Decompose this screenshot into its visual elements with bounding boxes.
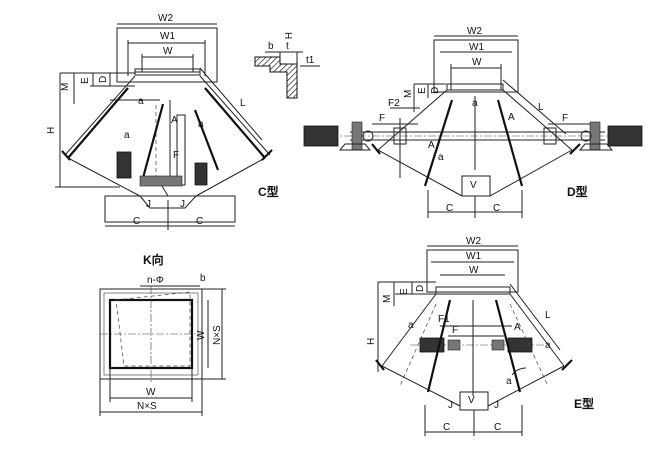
- e-outlet: [459, 391, 489, 411]
- d-w2-frame: [433, 39, 519, 93]
- detail-label-b: b: [268, 41, 274, 52]
- d-coupling-left: [362, 130, 374, 142]
- e-flap-left: [426, 299, 452, 393]
- e-dim-e: E: [399, 288, 410, 295]
- e-dim-c2: C: [494, 422, 501, 433]
- d-coupling-right: [580, 130, 592, 142]
- k-dim-nxs-horiz: N×S: [137, 401, 157, 412]
- d-dim-f2: F2: [388, 98, 400, 109]
- c-motor-right: [194, 162, 208, 186]
- e-dim-f: F: [452, 325, 458, 336]
- d-label-a-small: a: [438, 152, 444, 163]
- e-w2-frame: [426, 249, 519, 293]
- e-dim-m: M: [382, 295, 393, 303]
- d-dim-e: E: [417, 87, 428, 94]
- d-dim-f-left: F: [379, 113, 385, 124]
- k-view-label: K向: [143, 252, 164, 267]
- e-flap-right: [494, 299, 522, 393]
- c-dim-l: L: [240, 98, 246, 109]
- c-label-a-left: a: [124, 130, 130, 141]
- d-label-a-right: A: [508, 112, 515, 123]
- c-w2-frame: [116, 27, 218, 83]
- e-label-j1: J: [448, 400, 453, 411]
- e-inlet-flange: [435, 286, 511, 295]
- c-dim-c2: C: [196, 216, 203, 227]
- e-dim-l: L: [545, 310, 551, 321]
- k-dim-w-vert: W: [196, 330, 207, 340]
- c-label-a: A: [171, 115, 178, 126]
- c-label-a-right: a: [198, 119, 204, 130]
- e-label-a-left: a: [408, 320, 414, 331]
- c-dim-w: W: [163, 46, 173, 57]
- e-dim-w1: W1: [466, 251, 481, 262]
- e-dim-w2: W2: [466, 236, 481, 247]
- d-type-label: D型: [567, 184, 588, 199]
- flange-profile: [254, 56, 298, 99]
- view-type-e: W2 W1 W M E D H F1 F L A a: [366, 236, 594, 436]
- c-dim-w1: W1: [160, 31, 175, 42]
- d-flap-left: [423, 99, 454, 187]
- e-label-a: A: [514, 322, 521, 333]
- k-dim-nxs-vert: N×S: [212, 325, 223, 345]
- c-dim-c1: C: [133, 216, 140, 227]
- c-label-j2: J: [180, 199, 185, 210]
- c-type-label: C型: [258, 184, 279, 199]
- d-inlet-flange: [446, 83, 504, 91]
- e-dim-h: H: [366, 338, 377, 345]
- c-label-j1: J: [146, 199, 151, 210]
- e-label-a-right: a: [545, 340, 551, 351]
- view-k-direction: K向 n-Φ b W N×S W N×S: [99, 252, 226, 416]
- c-label-f: F: [173, 150, 179, 161]
- c-dim-w2: W2: [158, 13, 173, 24]
- d-dim-w2: W2: [467, 26, 482, 37]
- d-flap-right: [496, 99, 524, 187]
- d-dim-c2: C: [493, 203, 500, 214]
- flange-section-detail: H b t t1: [254, 32, 320, 99]
- c-dim-d: D: [98, 76, 109, 83]
- c-label-a-top: a: [138, 96, 144, 107]
- d-dim-w1: W1: [469, 42, 484, 53]
- c-dim-m: M: [60, 83, 71, 91]
- e-dim-w: W: [469, 265, 479, 276]
- d-dim-c1: C: [446, 203, 453, 214]
- e-dim-c1: C: [443, 422, 450, 433]
- c-lower-body: [67, 157, 266, 197]
- d-motor-left: [303, 125, 339, 147]
- e-label-v: V: [468, 395, 475, 406]
- detail-label-t: t: [286, 41, 289, 52]
- c-flap-left: [141, 103, 165, 179]
- c-motor-left: [116, 151, 132, 179]
- view-type-d: W2 W1 W M E D F2 F F L: [303, 26, 643, 218]
- k-label-n-phi: n-Φ: [147, 275, 164, 286]
- e-motor-right: [507, 337, 533, 353]
- c-dim-h: H: [46, 127, 57, 134]
- d-outlet: [461, 175, 491, 197]
- c-dim-e: E: [80, 77, 91, 84]
- d-dim-l: L: [538, 102, 544, 113]
- e-label-a-angle: a: [506, 376, 512, 387]
- d-dim-m: M: [403, 90, 414, 98]
- d-dim-w: W: [472, 57, 482, 68]
- detail-label-t1: t1: [306, 55, 315, 66]
- e-dim-f1: F1: [438, 314, 450, 325]
- k-dim-w-horiz: W: [146, 387, 156, 398]
- detail-label-h: H: [282, 32, 293, 39]
- view-type-c: W2 W1 W M E D H J J C C: [46, 13, 279, 230]
- d-dim-f-right: F: [562, 113, 568, 124]
- d-dim-d: D: [430, 87, 441, 94]
- c-outlet-box: [104, 195, 236, 223]
- e-label-j2: J: [494, 400, 499, 411]
- d-motor-right: [607, 125, 643, 147]
- c-gearbox: [139, 175, 183, 187]
- d-label-a-left: A: [428, 140, 435, 151]
- d-label-v: V: [470, 180, 477, 191]
- c-flap-right: [193, 109, 220, 171]
- e-type-label: E型: [574, 396, 594, 411]
- e-dim-d: D: [415, 285, 426, 292]
- k-label-b: b: [200, 273, 206, 284]
